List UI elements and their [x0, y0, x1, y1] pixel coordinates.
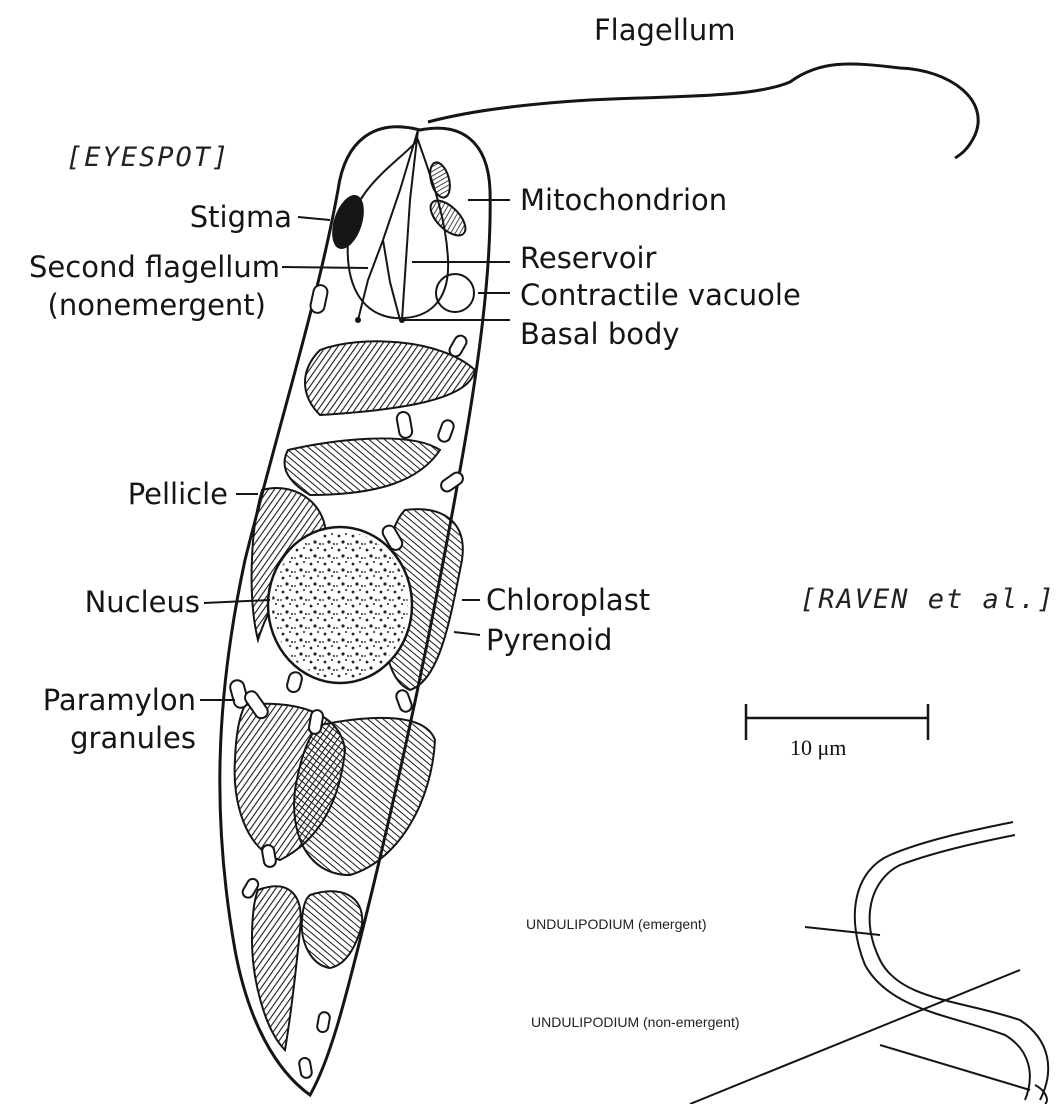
raven-citation: [RAVEN et al.]	[800, 584, 1056, 615]
eyespot-annotation: [EYESPOT]	[66, 142, 230, 173]
pyrenoid-label: Pyrenoid	[486, 624, 612, 656]
undulipodium-sketch	[690, 822, 1048, 1104]
scale-bar-label: 10 μm	[790, 735, 846, 761]
paramylon-label: Paramylon	[0, 684, 196, 716]
undulipodium-emergent-label: UNDULIPODIUM (emergent)	[526, 916, 706, 932]
flagellum-line	[428, 64, 978, 158]
nucleus-shape	[268, 527, 412, 683]
chloroplast-label: Chloroplast	[486, 584, 650, 616]
undulipodium-nonemergent-label: UNDULIPODIUM (non-emergent)	[531, 1014, 740, 1030]
flagellum-label: Flagellum	[594, 14, 736, 46]
stigma-label: Stigma	[168, 201, 292, 233]
pellicle-label: Pellicle	[100, 478, 228, 510]
second-flagellum-sublabel: (nonemergent)	[0, 289, 266, 321]
mitochondrion-label: Mitochondrion	[520, 184, 727, 216]
nucleus-label: Nucleus	[60, 586, 200, 618]
paramylon-sublabel: granules	[0, 722, 196, 754]
second-flagellum-label: Second flagellum	[0, 251, 280, 283]
reservoir-label: Reservoir	[520, 242, 656, 274]
contractile-vacuole-label: Contractile vacuole	[520, 279, 801, 311]
basal-body-label: Basal body	[520, 318, 680, 350]
